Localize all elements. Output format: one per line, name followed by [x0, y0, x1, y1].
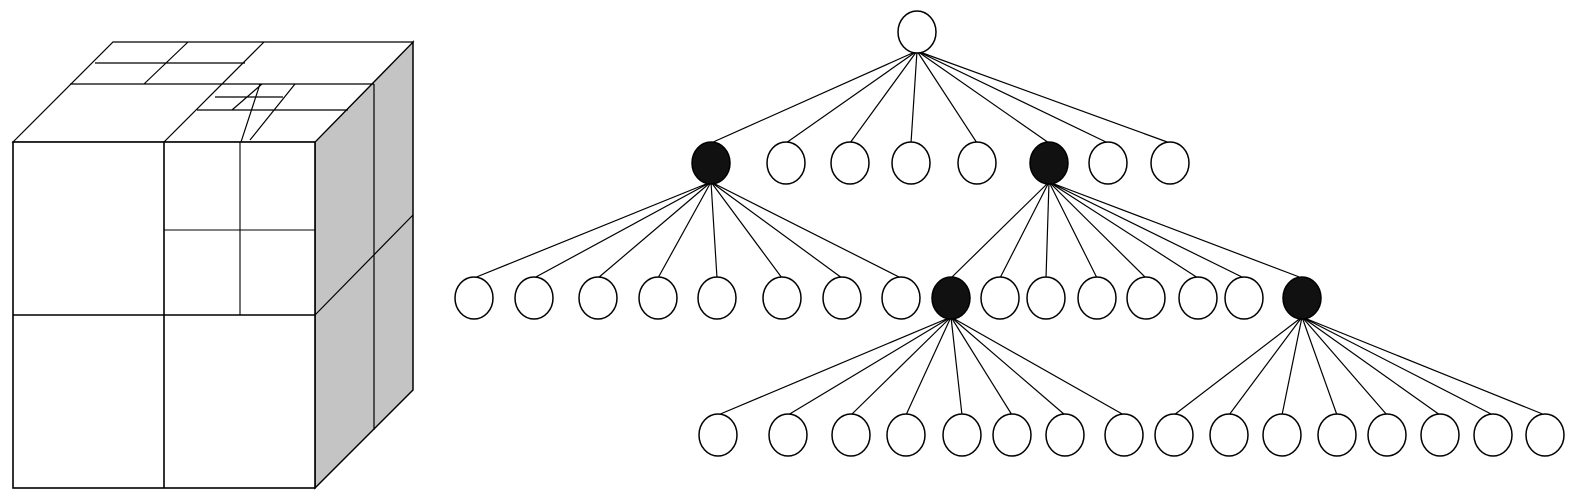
leaf-node	[1224, 276, 1264, 320]
tree-edge	[1301, 316, 1388, 416]
leaf-node	[980, 276, 1020, 320]
leaf-node	[1317, 413, 1357, 457]
leaf-node	[1104, 413, 1144, 457]
tree-edge	[597, 181, 712, 279]
leaf-node	[886, 413, 926, 457]
leaf-node	[822, 276, 862, 320]
leaf-node	[881, 276, 921, 320]
leaf-node	[1525, 413, 1565, 457]
tree-edge	[787, 316, 952, 416]
tree-edge	[916, 50, 1050, 144]
leaf-node	[992, 413, 1032, 457]
leaf-node	[638, 276, 678, 320]
leaf-node	[1473, 413, 1513, 457]
cube-front-face	[12, 141, 316, 489]
tree-edge	[710, 50, 918, 144]
leaf-node	[1367, 413, 1407, 457]
tree-edge	[1301, 316, 1546, 416]
leaf-node	[1026, 276, 1066, 320]
tree-edge	[950, 316, 1125, 416]
tree-edge	[1301, 316, 1338, 416]
root-node	[897, 10, 937, 54]
internal-node	[1282, 276, 1322, 320]
tree-edge	[473, 181, 712, 279]
leaf-node	[697, 276, 737, 320]
tree-edge	[785, 50, 918, 144]
tree-edge	[1281, 316, 1303, 416]
tree-edge	[1048, 181, 1098, 279]
octree-cube	[11, 40, 415, 490]
leaf-node	[1154, 413, 1194, 457]
internal-node	[931, 276, 971, 320]
leaf-node	[1178, 276, 1218, 320]
leaf-node	[942, 413, 982, 457]
tree-edge	[710, 181, 902, 279]
tree-edge	[849, 50, 918, 144]
tree-edge	[850, 316, 952, 416]
internal-node	[691, 141, 731, 185]
tree-edge	[950, 316, 963, 416]
leaf-node	[957, 141, 997, 185]
leaf-node	[1077, 276, 1117, 320]
leaf-node	[514, 276, 554, 320]
tree-edge	[657, 181, 712, 279]
leaf-node	[891, 141, 931, 185]
leaf-node	[762, 276, 802, 320]
leaf-node	[698, 413, 738, 457]
tree-edge	[1048, 181, 1303, 279]
tree-edge	[717, 316, 952, 416]
tree-edge	[710, 181, 783, 279]
internal-node	[1029, 141, 1069, 185]
leaf-node	[1420, 413, 1460, 457]
leaf-node	[768, 413, 808, 457]
tree-edge	[1301, 316, 1441, 416]
tree-edge	[916, 50, 1171, 144]
leaf-node	[1088, 141, 1128, 185]
tree-edge	[916, 50, 1109, 144]
leaf-node	[831, 413, 871, 457]
tree-edge	[533, 181, 712, 279]
tree-edge	[950, 316, 1066, 416]
leaf-node	[1150, 141, 1190, 185]
tree-edge	[1048, 181, 1199, 279]
tree-edge	[916, 50, 978, 144]
tree-edge	[950, 181, 1050, 279]
tree-edge	[710, 181, 843, 279]
leaf-node	[454, 276, 494, 320]
tree-edge	[1048, 181, 1245, 279]
leaf-node	[1209, 413, 1249, 457]
tree-edge	[950, 316, 1013, 416]
leaf-node	[766, 141, 806, 185]
leaf-node	[830, 141, 870, 185]
tree-edge	[1228, 316, 1303, 416]
leaf-node	[578, 276, 618, 320]
tree-edge	[710, 181, 718, 279]
leaf-node	[1045, 413, 1085, 457]
tree-edge	[999, 181, 1050, 279]
leaf-node	[1262, 413, 1302, 457]
tree-edge	[1301, 316, 1494, 416]
leaf-node	[1126, 276, 1166, 320]
tree-edge	[910, 50, 918, 144]
cube-top-face	[11, 41, 415, 143]
tree-edge	[1048, 181, 1147, 279]
tree-edge	[1045, 181, 1050, 279]
tree-edge	[905, 316, 952, 416]
tree-edge	[1173, 316, 1303, 416]
